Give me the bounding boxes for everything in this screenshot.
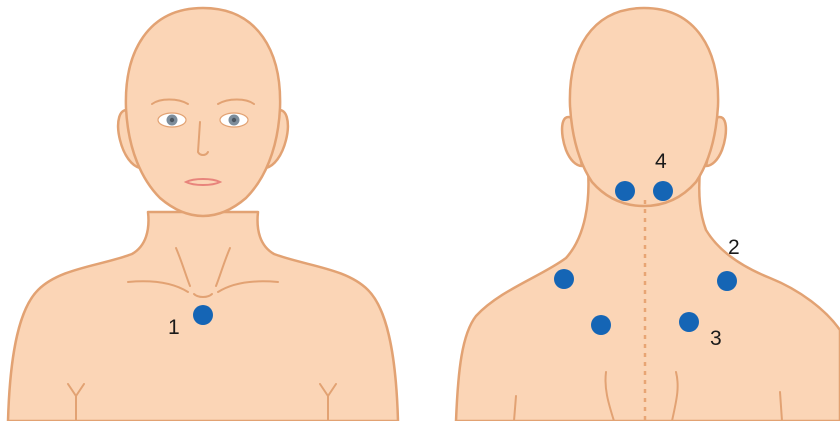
point-4-marker-left bbox=[615, 181, 635, 201]
point-2-marker-right bbox=[717, 271, 737, 291]
point-4-marker-right bbox=[653, 181, 673, 201]
front-eye-left bbox=[158, 113, 186, 127]
point-1-label: 1 bbox=[168, 316, 180, 339]
point-1-marker bbox=[193, 305, 213, 325]
point-3-marker-left bbox=[591, 315, 611, 335]
front-figure: 1 bbox=[8, 8, 398, 421]
point-2-label: 2 bbox=[728, 236, 740, 259]
point-2-marker-left bbox=[554, 269, 574, 289]
back-figure: 4 2 3 bbox=[456, 8, 840, 421]
point-4-label: 4 bbox=[655, 150, 667, 173]
point-3-marker-right bbox=[679, 312, 699, 332]
back-head bbox=[570, 8, 718, 206]
front-eye-right bbox=[220, 113, 248, 127]
point-3-label: 3 bbox=[710, 327, 722, 350]
back-torso bbox=[456, 170, 840, 421]
